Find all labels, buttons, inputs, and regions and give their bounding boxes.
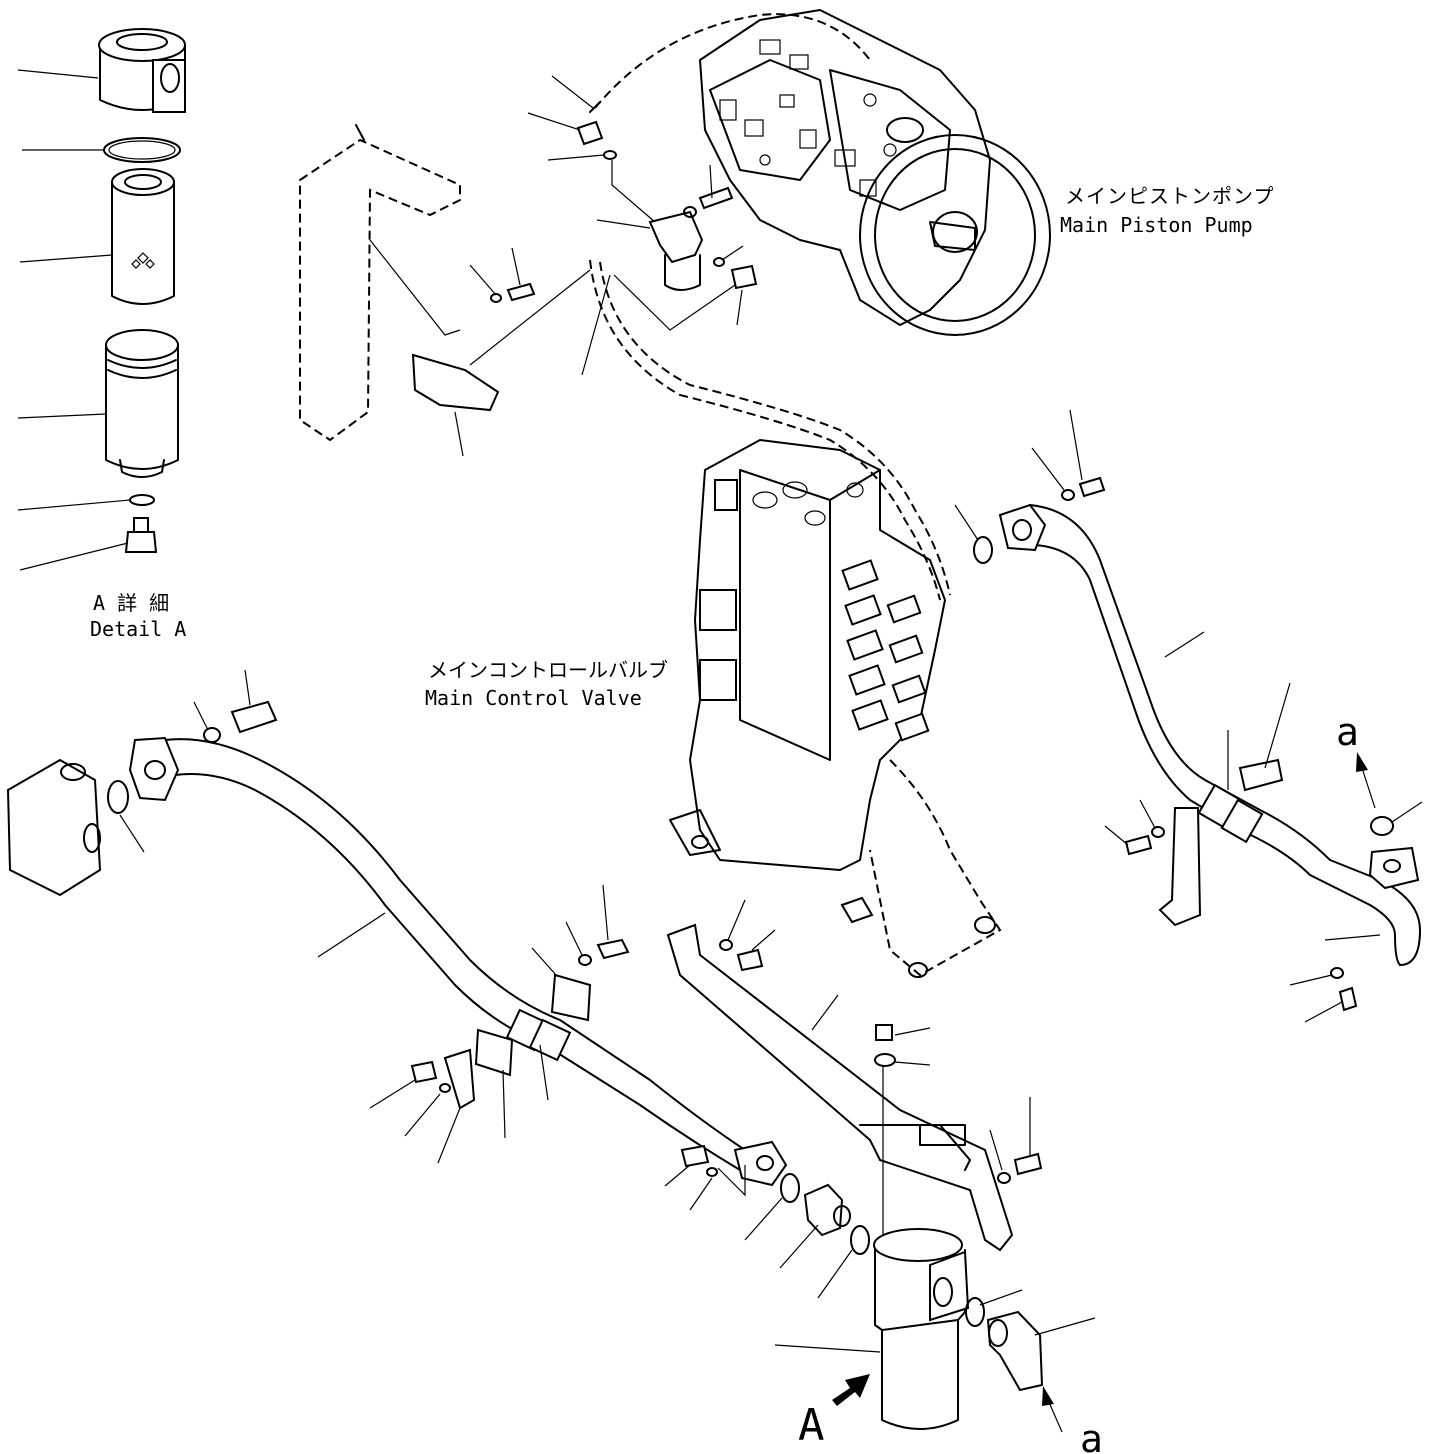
detail-a-filter-cap [98, 28, 186, 113]
callout-arrow-A [832, 1374, 870, 1406]
detail-a-o-ring-large [103, 137, 181, 163]
pressure-filter [873, 1228, 970, 1430]
pipe-left [6, 700, 788, 1187]
lower-bracket [666, 899, 1043, 1252]
detail-a-o-ring-small [129, 494, 155, 506]
detail-a-leaders [17, 69, 131, 571]
callout-arrow-a-top [1356, 752, 1376, 809]
detail-a-filter-case [105, 329, 179, 478]
callout-a-bottom-label: a [1080, 1417, 1103, 1454]
detail-a-drain-plug [124, 517, 158, 553]
pump-leaders [469, 75, 744, 376]
fittings-top [490, 120, 758, 303]
valve-label-en: Main Control Valve [425, 686, 642, 710]
detail-label-jp: A 詳 細 [93, 591, 169, 615]
main-piston-pump [699, 9, 1051, 336]
callout-a-top-label: a [1336, 710, 1359, 754]
detail-label-en: Detail A [90, 617, 186, 641]
pipe-right-leaders [1031, 409, 1423, 1023]
pump-label-jp: メインピストンポンプ [1065, 184, 1274, 208]
detail-a-filter-element [111, 168, 175, 305]
main-control-valve [669, 439, 1002, 978]
callout-A-label: A [798, 1400, 825, 1451]
pipe-right [998, 476, 1421, 1012]
callout-arrow-a-bottom [1042, 1386, 1063, 1433]
pump-label-en: Main Piston Pump [1060, 213, 1253, 237]
pipe-left-leaders [119, 669, 746, 1211]
filter-fittings [744, 1173, 1096, 1392]
bracket-upper [299, 124, 591, 457]
valve-label-jp: メインコントロールバルブ [428, 658, 668, 682]
